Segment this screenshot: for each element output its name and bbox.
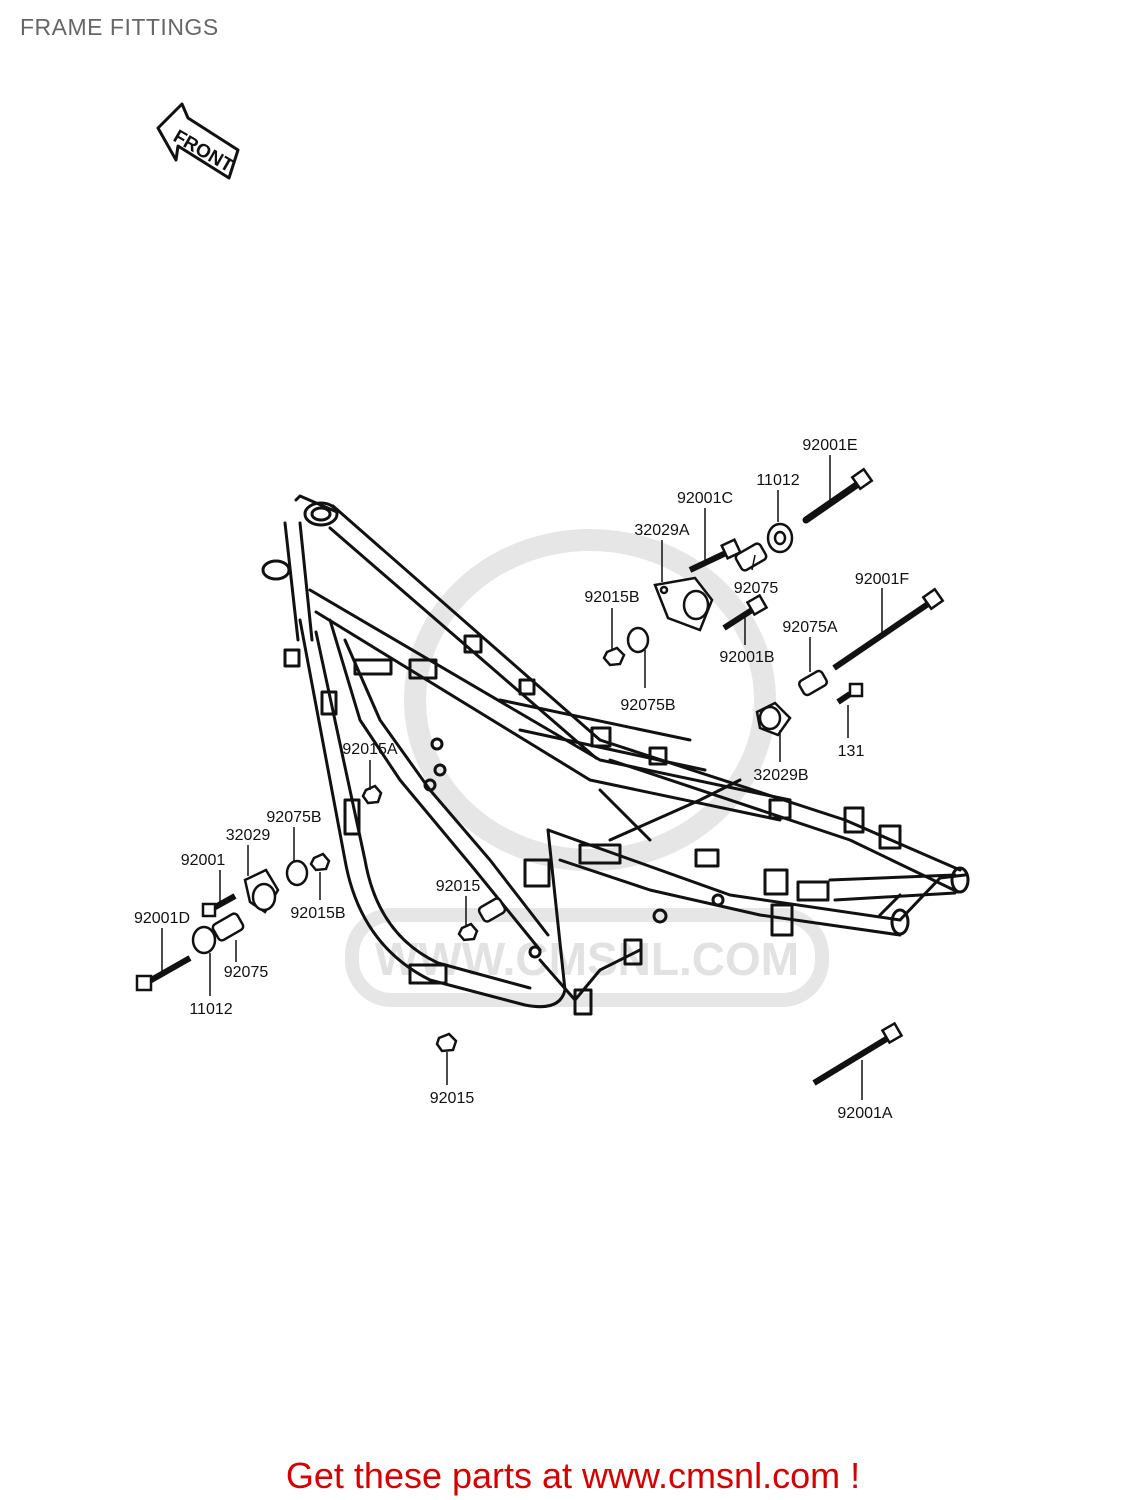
part-label-131: 131 [838, 743, 865, 760]
part-label-11012-left: 11012 [189, 1001, 232, 1018]
frame-fittings-diagram: WWW.CMSNL.COM FRONT [134, 102, 970, 1122]
part-label-92001: 92001 [181, 852, 226, 869]
part-label-92001F: 92001F [855, 571, 909, 588]
part-label-92001D: 92001D [134, 910, 190, 927]
part-label-32029A: 32029A [634, 522, 689, 539]
page-title: FRAME FITTINGS [20, 14, 219, 40]
part-label-92075A: 92075A [782, 619, 837, 636]
leader-lines [161, 455, 883, 1100]
part-label-92015A: 92015A [342, 741, 397, 758]
part-label-32029B: 32029B [753, 767, 808, 784]
part-label-11012-top: 11012 [756, 472, 799, 489]
part-label-92015-middle: 92015 [436, 878, 481, 895]
part-label-92001E: 92001E [802, 437, 857, 454]
frame-fitting-parts [135, 467, 945, 1086]
part-label-32029: 32029 [226, 827, 271, 844]
part-label-92075-left: 92075 [224, 964, 269, 981]
part-label-92015B-left: 92015B [290, 905, 345, 922]
part-label-92075B-left: 92075B [266, 809, 321, 826]
part-label-92001A: 92001A [837, 1105, 892, 1122]
motorcycle-frame [261, 494, 970, 1016]
part-label-92001B: 92001B [719, 649, 774, 666]
part-labels: 92001E 11012 92001C 32029A 92075 92001F … [134, 437, 909, 1122]
part-label-92015B-top: 92015B [584, 589, 639, 606]
front-arrow-icon: FRONT [156, 102, 240, 180]
part-label-92075-top: 92075 [734, 580, 779, 597]
part-label-92015-bottom: 92015 [430, 1090, 475, 1107]
part-label-92001C: 92001C [677, 490, 733, 507]
part-label-92075B-top: 92075B [620, 697, 675, 714]
footer-link[interactable]: Get these parts at www.cmsnl.com ! [285, 1455, 861, 1496]
watermark-text: WWW.CMSNL.COM [375, 933, 799, 985]
